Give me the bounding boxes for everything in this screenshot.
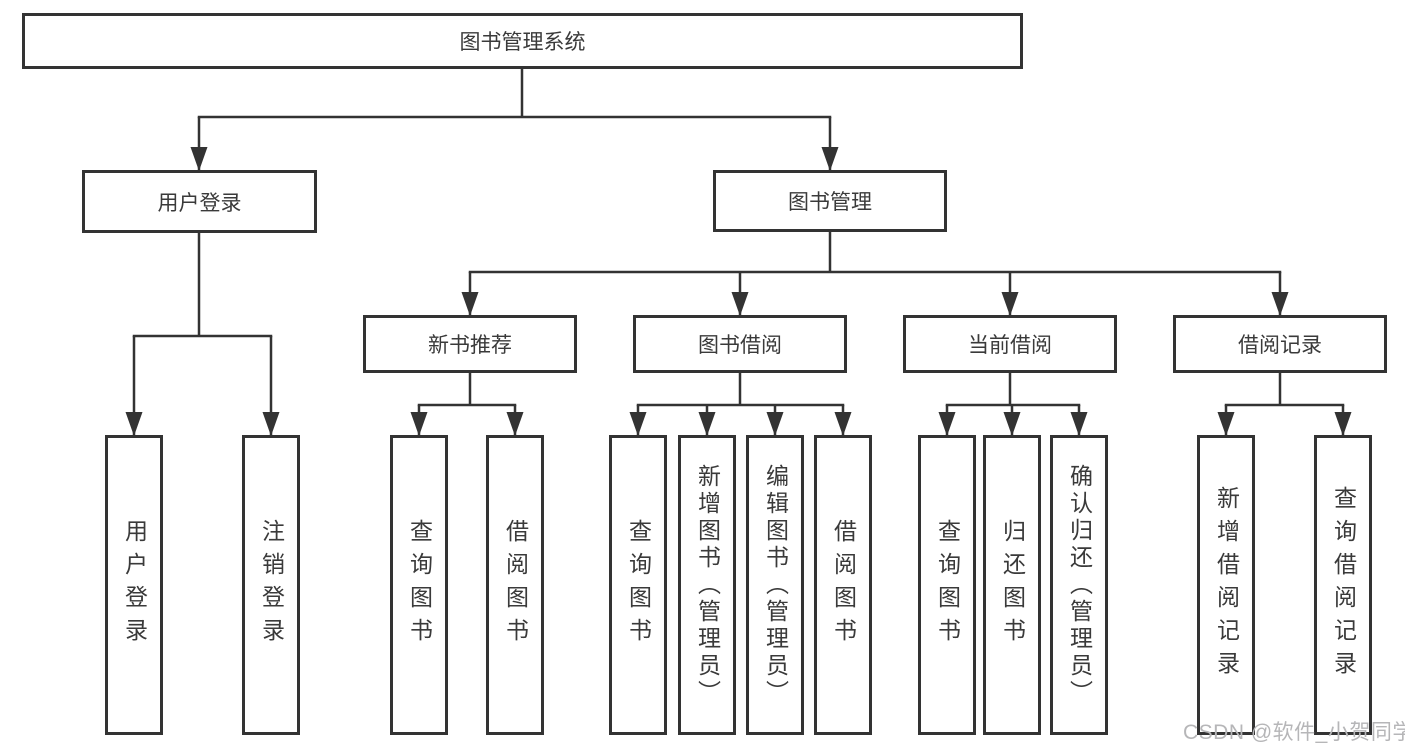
node-current-borrow: 当前借阅 — [903, 315, 1117, 373]
leaf-edit-books-admin: 编辑图书（管理员） — [746, 435, 804, 735]
leaf-borrow-books: 借阅图书 — [814, 435, 872, 735]
node-new-book-recommend: 新书推荐 — [363, 315, 577, 373]
leaf-return-books: 归还图书 — [983, 435, 1041, 735]
leaf-query-borrow-record: 查询借阅记录 — [1314, 435, 1372, 735]
leaf-user-login: 用户登录 — [105, 435, 163, 735]
node-borrow-records: 借阅记录 — [1173, 315, 1387, 373]
node-book-management: 图书管理 — [713, 170, 947, 232]
leaf-confirm-return-admin: 确认归还（管理员） — [1050, 435, 1108, 735]
leaf-logout: 注销登录 — [242, 435, 300, 735]
csdn-watermark: CSDN @软件_小贺同学 — [1183, 721, 1405, 744]
node-book-borrow: 图书借阅 — [633, 315, 847, 373]
node-root: 图书管理系统 — [22, 13, 1023, 69]
leaf-add-books-admin: 新增图书（管理员） — [678, 435, 736, 735]
leaf-recommend-borrow-books: 借阅图书 — [486, 435, 544, 735]
leaf-current-query-books: 查询图书 — [918, 435, 976, 735]
leaf-borrow-query-books: 查询图书 — [609, 435, 667, 735]
node-user-login: 用户登录 — [82, 170, 317, 233]
leaf-add-borrow-record: 新增借阅记录 — [1197, 435, 1255, 735]
leaf-recommend-query-books: 查询图书 — [390, 435, 448, 735]
